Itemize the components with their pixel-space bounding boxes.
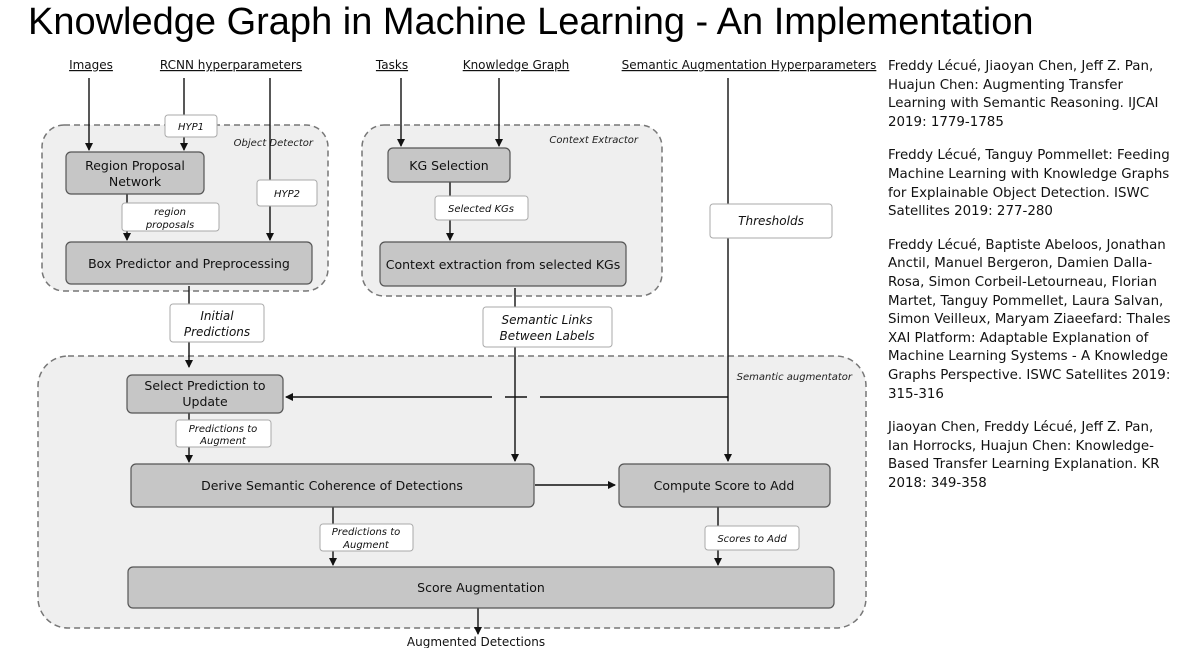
scores-to-add-label-box xyxy=(704,525,800,551)
references-list: Freddy Lécué, Jiaoyan Chen, Jeff Z. Pan,… xyxy=(888,58,1178,508)
input-semantic-augmentation-hyperparameters: Semantic Augmentation Hyperparameters xyxy=(622,58,877,72)
output-augmented-detections: Augmented Detections xyxy=(407,635,545,648)
input-knowledge-graph: Knowledge Graph xyxy=(463,58,570,72)
initial-predictions-label-2: Predictions xyxy=(184,325,250,339)
thresholds-label-box xyxy=(709,203,833,239)
reference-item: Freddy Lécué, Jiaoyan Chen, Jeff Z. Pan,… xyxy=(888,59,1159,130)
scores-to-add-label: Scores to Add xyxy=(717,534,787,545)
object-detector-label: Object Detector xyxy=(234,138,314,149)
region-proposal-network-text-2: Network xyxy=(109,174,162,189)
reference-item: Freddy Lécué, Baptiste Abeloos, Jonathan… xyxy=(888,237,1171,402)
hyp1-label: HYP1 xyxy=(178,122,204,133)
box-predictor-text: Box Predictor and Preprocessing xyxy=(88,256,290,271)
semantic-links-label-box xyxy=(482,306,613,348)
region-proposals-label-2: proposals xyxy=(145,220,194,231)
hyp2-label-box xyxy=(256,179,318,207)
semantic-links-label-1: Semantic Links xyxy=(502,313,593,327)
initial-predictions-label-1: Initial xyxy=(200,309,234,323)
score-augmentation-text: Score Augmentation xyxy=(417,580,545,595)
context-extractor-label: Context Extractor xyxy=(549,135,638,146)
thresholds-label: Thresholds xyxy=(738,214,804,228)
compute-score-text: Compute Score to Add xyxy=(654,478,795,493)
kg-selection-text: KG Selection xyxy=(409,158,488,173)
region-proposals-label-box xyxy=(121,202,220,232)
select-prediction-box xyxy=(126,374,284,414)
hyp1-label-box xyxy=(164,114,218,138)
initial-predictions-label-box xyxy=(169,303,265,343)
kg-selection-box xyxy=(387,147,511,183)
predictions-to-augment-label-box-b xyxy=(319,523,414,552)
selected-kgs-label-box xyxy=(434,195,529,221)
compute-score-box xyxy=(618,463,831,508)
context-extraction-text: Context extraction from selected KGs xyxy=(386,257,621,272)
slide-title: Knowledge Graph in Machine Learning - An… xyxy=(28,1,1034,43)
derive-semantic-coherence-text: Derive Semantic Coherence of Detections xyxy=(201,478,463,493)
derive-semantic-coherence-box xyxy=(130,463,535,508)
region-proposals-label-1: region xyxy=(154,207,186,218)
input-tasks: Tasks xyxy=(375,58,408,72)
input-rcnn-hyperparameters: RCNN hyperparameters xyxy=(160,58,302,72)
predictions-to-augment-label-b-2: Augment xyxy=(342,540,390,551)
select-prediction-text-1: Select Prediction to xyxy=(144,378,265,393)
context-extraction-box xyxy=(379,241,627,287)
semantic-augmentator-label: Semantic augmentator xyxy=(737,372,853,383)
reference-item: Jiaoyan Chen, Freddy Lécué, Jeff Z. Pan,… xyxy=(888,420,1160,491)
selected-kgs-label: Selected KGs xyxy=(448,204,514,215)
reference-item: Freddy Lécué, Tanguy Pommellet: Feeding … xyxy=(888,148,1170,220)
select-prediction-text-2: Update xyxy=(182,394,228,409)
semantic-links-label-2: Between Labels xyxy=(500,329,595,343)
predictions-to-augment-label-b-1: Predictions to xyxy=(332,527,401,538)
input-images: Images xyxy=(69,58,113,72)
hyp2-label: HYP2 xyxy=(274,189,300,200)
predictions-to-augment-label-box-a xyxy=(175,419,272,448)
predictions-to-augment-label-a-1: Predictions to xyxy=(189,424,258,435)
predictions-to-augment-label-a-2: Augment xyxy=(199,436,247,447)
region-proposal-network-box xyxy=(65,151,205,195)
architecture-diagram: Object Detector Context Extractor Semant… xyxy=(37,58,877,648)
region-proposal-network-text-1: Region Proposal xyxy=(85,158,185,173)
box-predictor-box xyxy=(65,241,313,285)
score-augmentation-box xyxy=(127,566,835,609)
